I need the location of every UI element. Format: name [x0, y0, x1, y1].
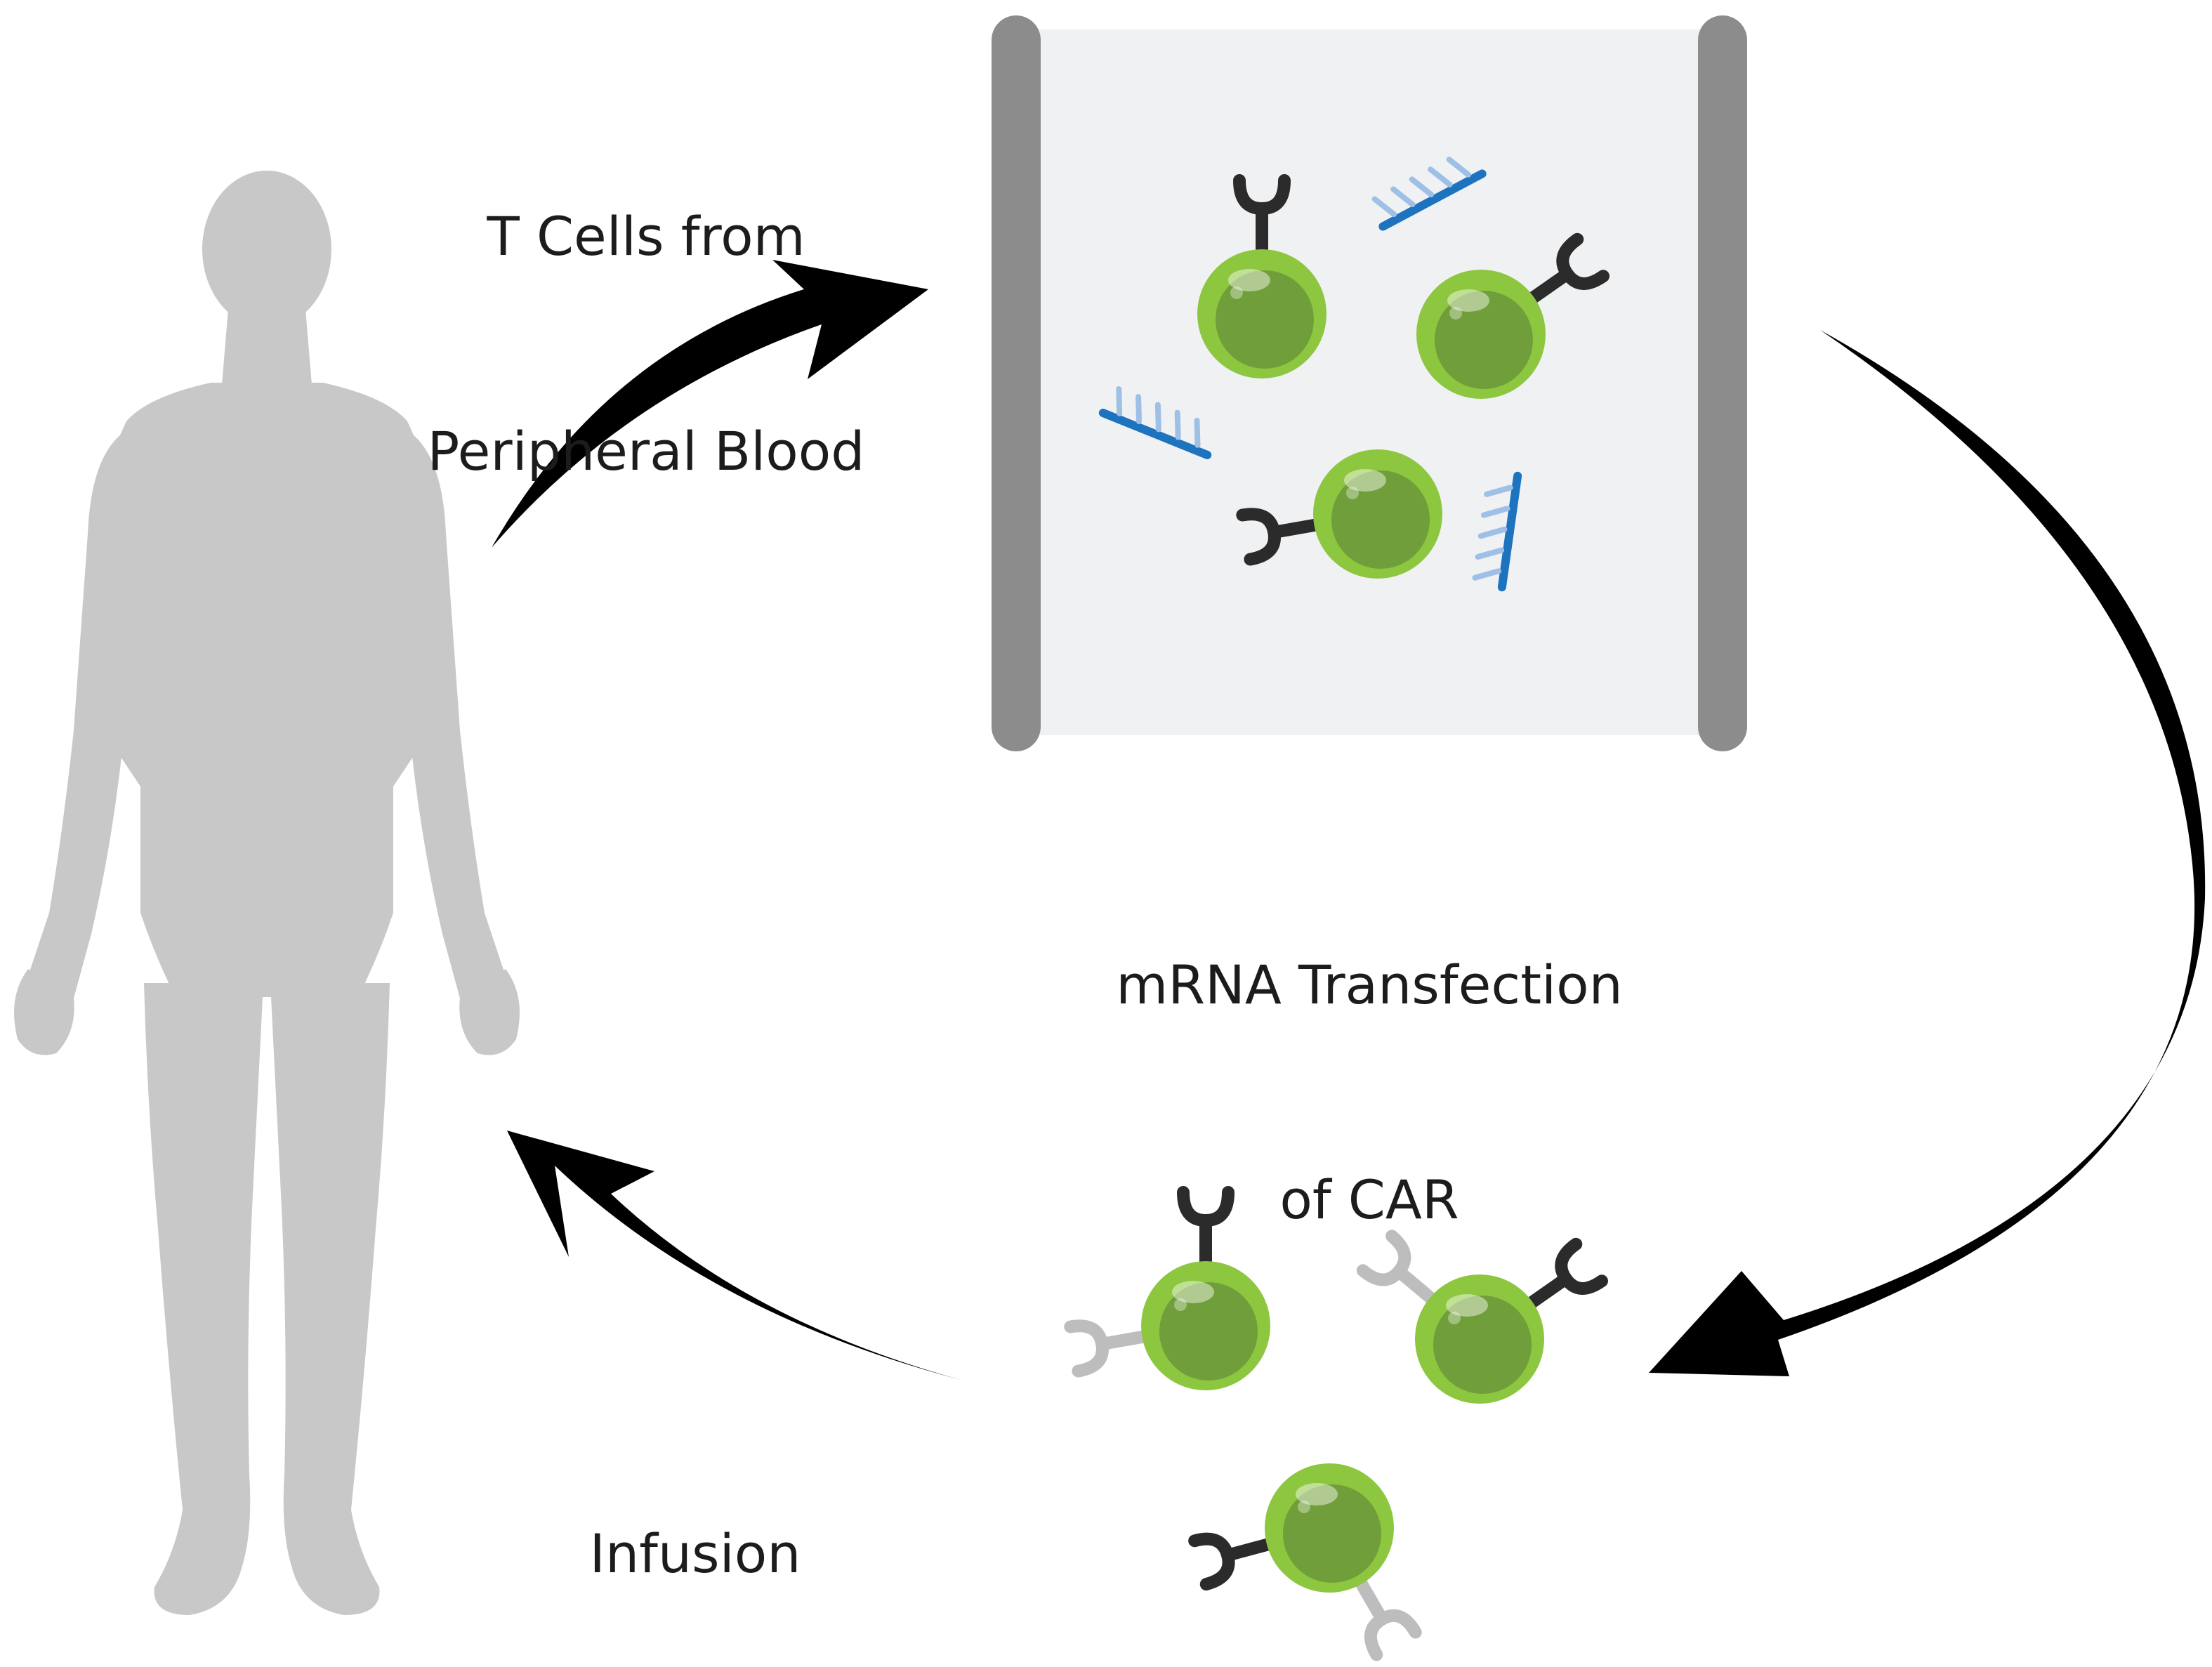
- transfection-label-line-1: mRNA Transfection: [1116, 954, 1623, 1016]
- collection-arrow: [492, 260, 928, 548]
- collection-label-line-1: T Cells from: [487, 205, 805, 268]
- electroporation-chamber-icon: [992, 15, 1747, 751]
- infusion-label: Infusion: [548, 1375, 843, 1661]
- infusion-label-text: Infusion: [589, 1522, 801, 1585]
- collection-label-line-2: Peripheral Blood: [427, 420, 865, 482]
- transfection-label-line-2: of CAR: [1279, 1168, 1459, 1231]
- collection-label: T Cells from Peripheral Blood: [393, 58, 899, 559]
- infusion-arrow: [507, 1131, 961, 1380]
- transfection-label: mRNA Transfection of CAR: [1053, 806, 1685, 1307]
- human-silhouette-icon: [14, 171, 520, 1615]
- t-cell-icon: [1194, 1463, 1416, 1655]
